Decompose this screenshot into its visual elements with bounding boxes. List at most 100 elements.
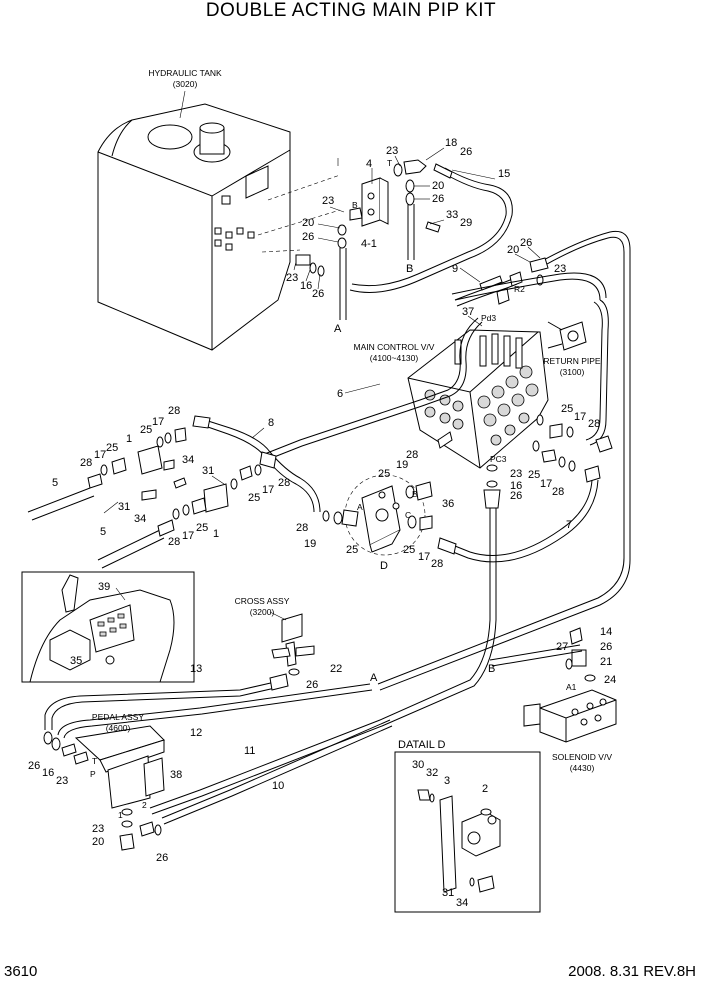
callout: 23 (386, 145, 398, 157)
callout: 33 (446, 209, 458, 221)
callout: 25 (196, 522, 208, 534)
callout: B (488, 663, 495, 675)
callout: 25 (403, 544, 415, 556)
callout: B (406, 263, 413, 275)
callout: 11 (244, 745, 255, 757)
callout: 22 (330, 663, 342, 675)
hose-15 (339, 163, 513, 320)
left-fittings-lower (141, 464, 262, 520)
callout: 38 (170, 769, 182, 781)
callout: 17 (94, 449, 106, 461)
pedal-assy (43, 725, 165, 851)
return-pipe (547, 321, 587, 351)
hose-9 (454, 257, 549, 307)
callout: 28 (552, 486, 564, 498)
callout: 28 (278, 477, 290, 489)
callout: 20 (507, 244, 519, 256)
callout: 23 (56, 775, 68, 787)
hose-5-upper (27, 487, 95, 521)
callout: 17 (152, 416, 164, 428)
callout: 25 (561, 403, 573, 415)
left-fittings-upper (87, 427, 187, 489)
callout: 20 (92, 836, 104, 848)
detail-d-title: DATAIL D (398, 739, 446, 751)
port-t-note: T (387, 158, 392, 168)
page-title: DOUBLE ACTING MAIN PIP KIT (205, 0, 497, 21)
leader-lines (103, 147, 541, 514)
callout: 26 (306, 679, 318, 691)
callout: 28 (296, 522, 308, 534)
page-number: 3610 (4, 963, 38, 980)
callout: 23 (510, 468, 522, 480)
callout: 25 (528, 469, 540, 481)
callout: 25 (248, 492, 260, 504)
callout: 1 (213, 528, 219, 540)
hoses-10-11 (161, 719, 393, 825)
callout: 8 (268, 417, 274, 429)
hose-5-lower (97, 519, 175, 569)
callout: 18 (445, 137, 457, 149)
callout: 28 (80, 457, 92, 469)
callout: 26 (600, 641, 612, 653)
callout: 23 (92, 823, 104, 835)
callout: 27 (556, 641, 568, 653)
callout: 29 (460, 217, 472, 229)
callout: 36 (442, 498, 454, 510)
callout: 26 (432, 193, 444, 205)
callout: 25 (140, 424, 152, 436)
port-r2-note: R2 (514, 284, 525, 294)
callout: 4 (366, 158, 372, 170)
callout: 24 (604, 674, 616, 686)
hydraulic-tank-label: HYDRAULIC TANK (148, 68, 222, 78)
detail-d-box (394, 751, 541, 913)
port-b-small-note: B (412, 489, 418, 499)
callout: 6 (337, 388, 343, 400)
callout: 34 (134, 513, 146, 525)
callout: 16 (510, 480, 522, 492)
callout: 10 (272, 780, 284, 792)
callout: 34 (456, 897, 468, 909)
port-pc3-note: PC3 (490, 454, 507, 464)
pedal-port-2-note: 2 (142, 800, 147, 810)
callout: 13 (190, 663, 202, 675)
callout: 31 (118, 501, 130, 513)
callout: 26 (312, 288, 324, 300)
callout: 26 (302, 231, 314, 243)
callout: 17 (540, 478, 552, 490)
callout: 26 (28, 760, 40, 772)
callout: 28 (168, 405, 180, 417)
callout: 23 (554, 263, 566, 275)
hose-8 (192, 415, 321, 513)
callout: 30 (412, 759, 424, 771)
hose-7 (437, 465, 601, 563)
solenoid-valve (489, 627, 617, 743)
callout: 16 (300, 280, 312, 292)
cross-assy-label: CROSS ASSY (235, 596, 290, 606)
callout: 32 (426, 767, 438, 779)
callout: 25 (378, 468, 390, 480)
hose-right-long (377, 230, 631, 691)
main-control-valve-code: (4100~4130) (370, 353, 419, 363)
port-pd3-note: Pd3 (481, 313, 496, 323)
solenoid-valve-code: (4430) (570, 763, 595, 773)
callout: 39 (98, 581, 110, 593)
callout: 4-1 (361, 238, 377, 250)
callout: 31 (442, 887, 454, 899)
pedal-assy-code: (4600) (106, 723, 131, 733)
callout: 31 (202, 465, 214, 477)
callout: 17 (574, 411, 586, 423)
callout: 9 (452, 263, 458, 275)
hydraulic-tank (97, 103, 291, 351)
callout: 25 (346, 544, 358, 556)
callout: 21 (600, 656, 612, 668)
callout: 37 (462, 306, 474, 318)
callout: 3 (444, 775, 450, 787)
callout: 5 (100, 526, 106, 538)
callout: D (380, 560, 388, 572)
callout: 26 (510, 490, 522, 502)
port-block-d (322, 474, 433, 556)
callout: 15 (498, 168, 510, 180)
callout: 26 (460, 146, 472, 158)
hose-6 (261, 272, 613, 462)
